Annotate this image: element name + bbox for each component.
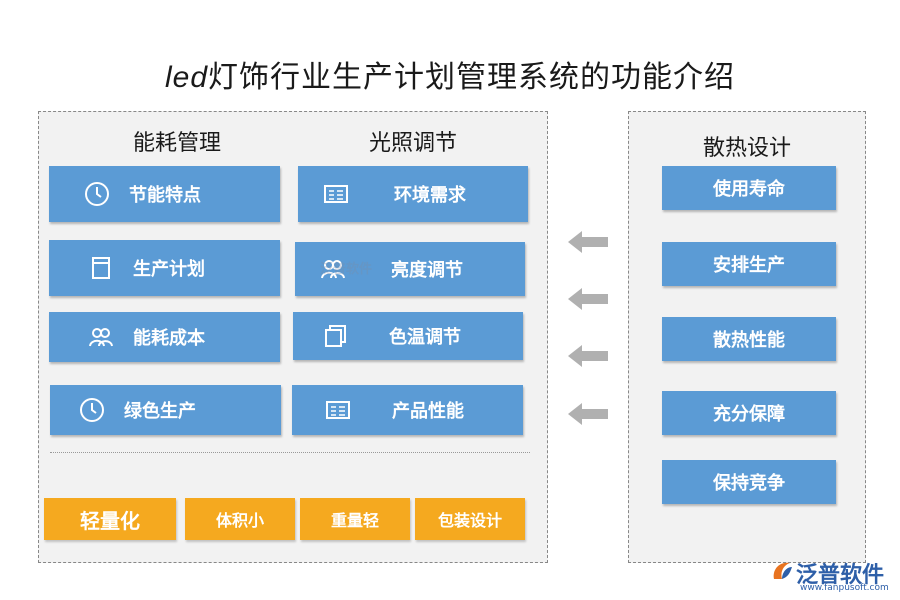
heat-item-1[interactable]: 使用寿命 [662,166,836,210]
energy-item-2[interactable]: 生产计划 [49,240,280,296]
arrow-left-icon [568,231,608,253]
arrow-left-icon [568,288,608,310]
watermark: 泛普软件 [320,262,373,277]
users-icon [319,255,347,283]
energy-item-label: 生产计划 [133,259,205,280]
energy-heading: 能耗管理 [132,131,221,156]
page-title: led灯饰行业生产计划管理系统的功能介绍 [0,52,900,96]
bottom-item-lightweight[interactable]: 轻量化 [44,498,176,540]
arrow-left-icon [568,403,608,425]
bottom-item-light-weight[interactable]: 重量轻 [300,498,410,540]
lighting-item-label: 环境需求 [394,185,466,206]
logo-icon [773,562,792,579]
bottom-item-packaging[interactable]: 包装设计 [415,498,525,540]
lighting-item-4[interactable]: 产品性能 [292,385,523,435]
logo-text: 泛普软件 [796,563,885,588]
heat-item-4[interactable]: 充分保障 [662,391,836,435]
lighting-item-label: 亮度调节 [391,260,463,281]
lighting-heading: 光照调节 [368,131,457,156]
list-icon [324,396,352,424]
heat-heading: 散热设计 [702,136,791,161]
heat-item-2[interactable]: 安排生产 [662,242,836,286]
users-icon [87,323,115,351]
clock-icon [78,396,106,424]
lighting-item-label: 色温调节 [389,327,461,348]
energy-item-1[interactable]: 节能特点 [49,166,280,222]
heat-item-3[interactable]: 散热性能 [662,317,836,361]
logo-url: www.fanpusoft.com [800,583,889,593]
heat-item-5[interactable]: 保持竞争 [662,460,836,504]
arrow-left-icon [568,345,608,367]
brand-logo: 泛普软件 www.fanpusoft.com [770,557,895,597]
energy-item-label: 绿色生产 [124,401,196,422]
title-text: 灯饰行业生产计划管理系统的功能介绍 [208,60,736,95]
title-brand: led [164,61,209,94]
energy-item-label: 节能特点 [129,185,201,206]
energy-item-3[interactable]: 能耗成本 [49,312,280,362]
lighting-item-2[interactable]: 亮度调节 [295,242,525,296]
bottom-item-small-size[interactable]: 体积小 [185,498,295,540]
energy-item-4[interactable]: 绿色生产 [50,385,281,435]
lighting-item-3[interactable]: 色温调节 [293,312,523,360]
lighting-item-label: 产品性能 [392,401,464,422]
divider [50,452,530,453]
lighting-item-1[interactable]: 环境需求 [298,166,528,222]
pages-icon [321,322,349,350]
energy-item-label: 能耗成本 [133,328,205,349]
list-icon [322,180,350,208]
document-icon [87,254,115,282]
clock-icon [83,180,111,208]
